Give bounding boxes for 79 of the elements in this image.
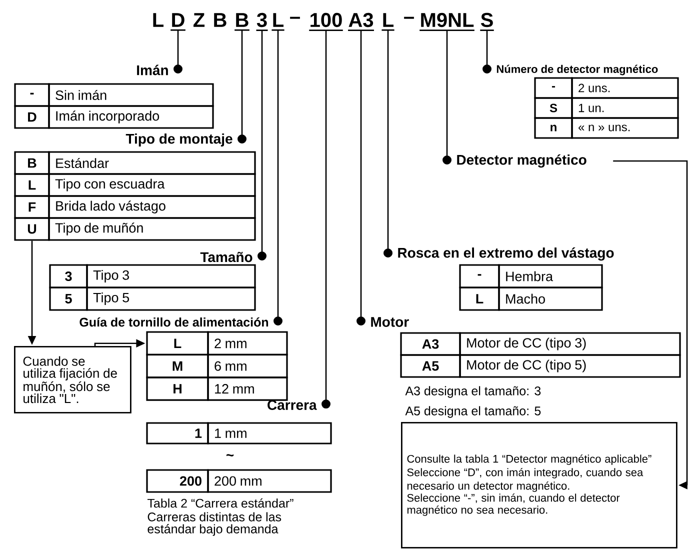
leader-line [384,30,392,258]
leader-line [356,30,366,326]
table-cell: L [14,173,50,197]
code-letter: 3 [256,12,268,31]
note-box: Cuando se utiliza fijación de muñón, sólo se utiliza "L". [14,346,132,414]
section-heading: Imán [137,64,168,76]
table-cell: 200 mm [207,469,332,493]
table-cell: Imán incorporado [48,105,214,129]
section-heading: Guía de tornillo de alimentación [80,317,268,327]
table-cell: Sin imán [48,83,214,107]
code-letter: S [480,12,494,31]
table-cell: 2 mm [207,331,288,356]
arrow [613,160,688,490]
table-cell: 1 mm [207,422,332,444]
table-cell: n [534,117,573,139]
code-letter: A3 [348,12,374,31]
table-cell: 12 mm [207,376,288,401]
note-text: Carreras distintas de las estándar bajo demanda [148,512,282,536]
code-letter: L [272,13,284,31]
code-letter: L [153,13,164,27]
table-cell: Tipo 5 [86,286,256,311]
section-heading: Tipo de montaje [126,133,232,147]
table-cell: L [146,331,209,356]
table-cell: F [14,195,50,219]
table-cell: Brida lado vástago [48,195,256,219]
leader-line [274,30,282,326]
leader-line [482,30,492,74]
table-cell: Motor de CC (tipo 5) [459,354,681,378]
table-cell: - [459,264,500,288]
section-heading: Número de detector magnético [496,64,658,76]
table-caption: Tabla 2 “Carrera estándar” [147,498,294,508]
table-cell: Estándar [48,151,256,175]
table-cell: Tipo con escuadra [48,173,256,197]
table-cell: Tipo de muñón [48,217,256,241]
code-letter: – [290,16,300,19]
table-cell: 200 [146,469,209,493]
table-cell: Motor de CC (tipo 3) [459,332,681,356]
table-cell: - [14,83,50,107]
table-cell: Macho [498,286,603,311]
table-cell: D [14,105,50,129]
leader-line [238,30,246,144]
leader-line [442,30,452,164]
leader-line [258,30,266,260]
table-cell: S [534,97,573,119]
code-letter: Z [194,13,205,27]
section-heading: Detector magnético [457,154,586,168]
code-letter: 100 [309,12,343,31]
code-letter: D [170,13,186,31]
leader-line [174,30,182,74]
table-cell: A5 [400,354,461,378]
table-cell: U [14,217,50,241]
note-text: A3 designa el tamaño: 3 [405,386,541,398]
table-cell: H [146,376,209,401]
table-cell: B [14,151,50,175]
code-letter: M9NL [420,12,474,31]
table-cell: 1 un. [571,97,679,119]
table-cell: A3 [400,332,461,356]
table-cell: - [534,77,573,99]
code-letter: B [214,13,226,27]
code-letter: L [382,13,394,31]
table-cell: M [146,354,209,378]
table-cell: Tipo 3 [86,264,256,288]
table-cell: 1 [146,422,209,444]
section-heading: Rosca en el extremo del vástago [398,247,614,261]
table-cell: 6 mm [207,354,288,378]
range-sign: ~ [226,454,234,456]
table-cell: « n » uns. [571,117,679,139]
code-letter: B [234,13,250,31]
table-cell: 5 [49,286,88,311]
table-cell: 3 [49,264,88,288]
table-cell: 2 uns. [571,77,679,99]
note-box: Consulte la tabla 1 “Detector magnético aplicable” Seleccione “D”, con imán integrado, cuando sea necesario un detector magnético. Seleccione “-”, sin imán, cuando el detector magnético no sea necesario. [401,422,678,548]
section-heading: Tamaño [200,252,252,262]
section-heading: Carrera [268,400,317,410]
code-letter: – [404,16,414,19]
leader-line [322,30,330,408]
section-heading: Motor [371,317,409,327]
table-cell: Hembra [498,264,603,288]
table-cell: L [459,286,500,311]
